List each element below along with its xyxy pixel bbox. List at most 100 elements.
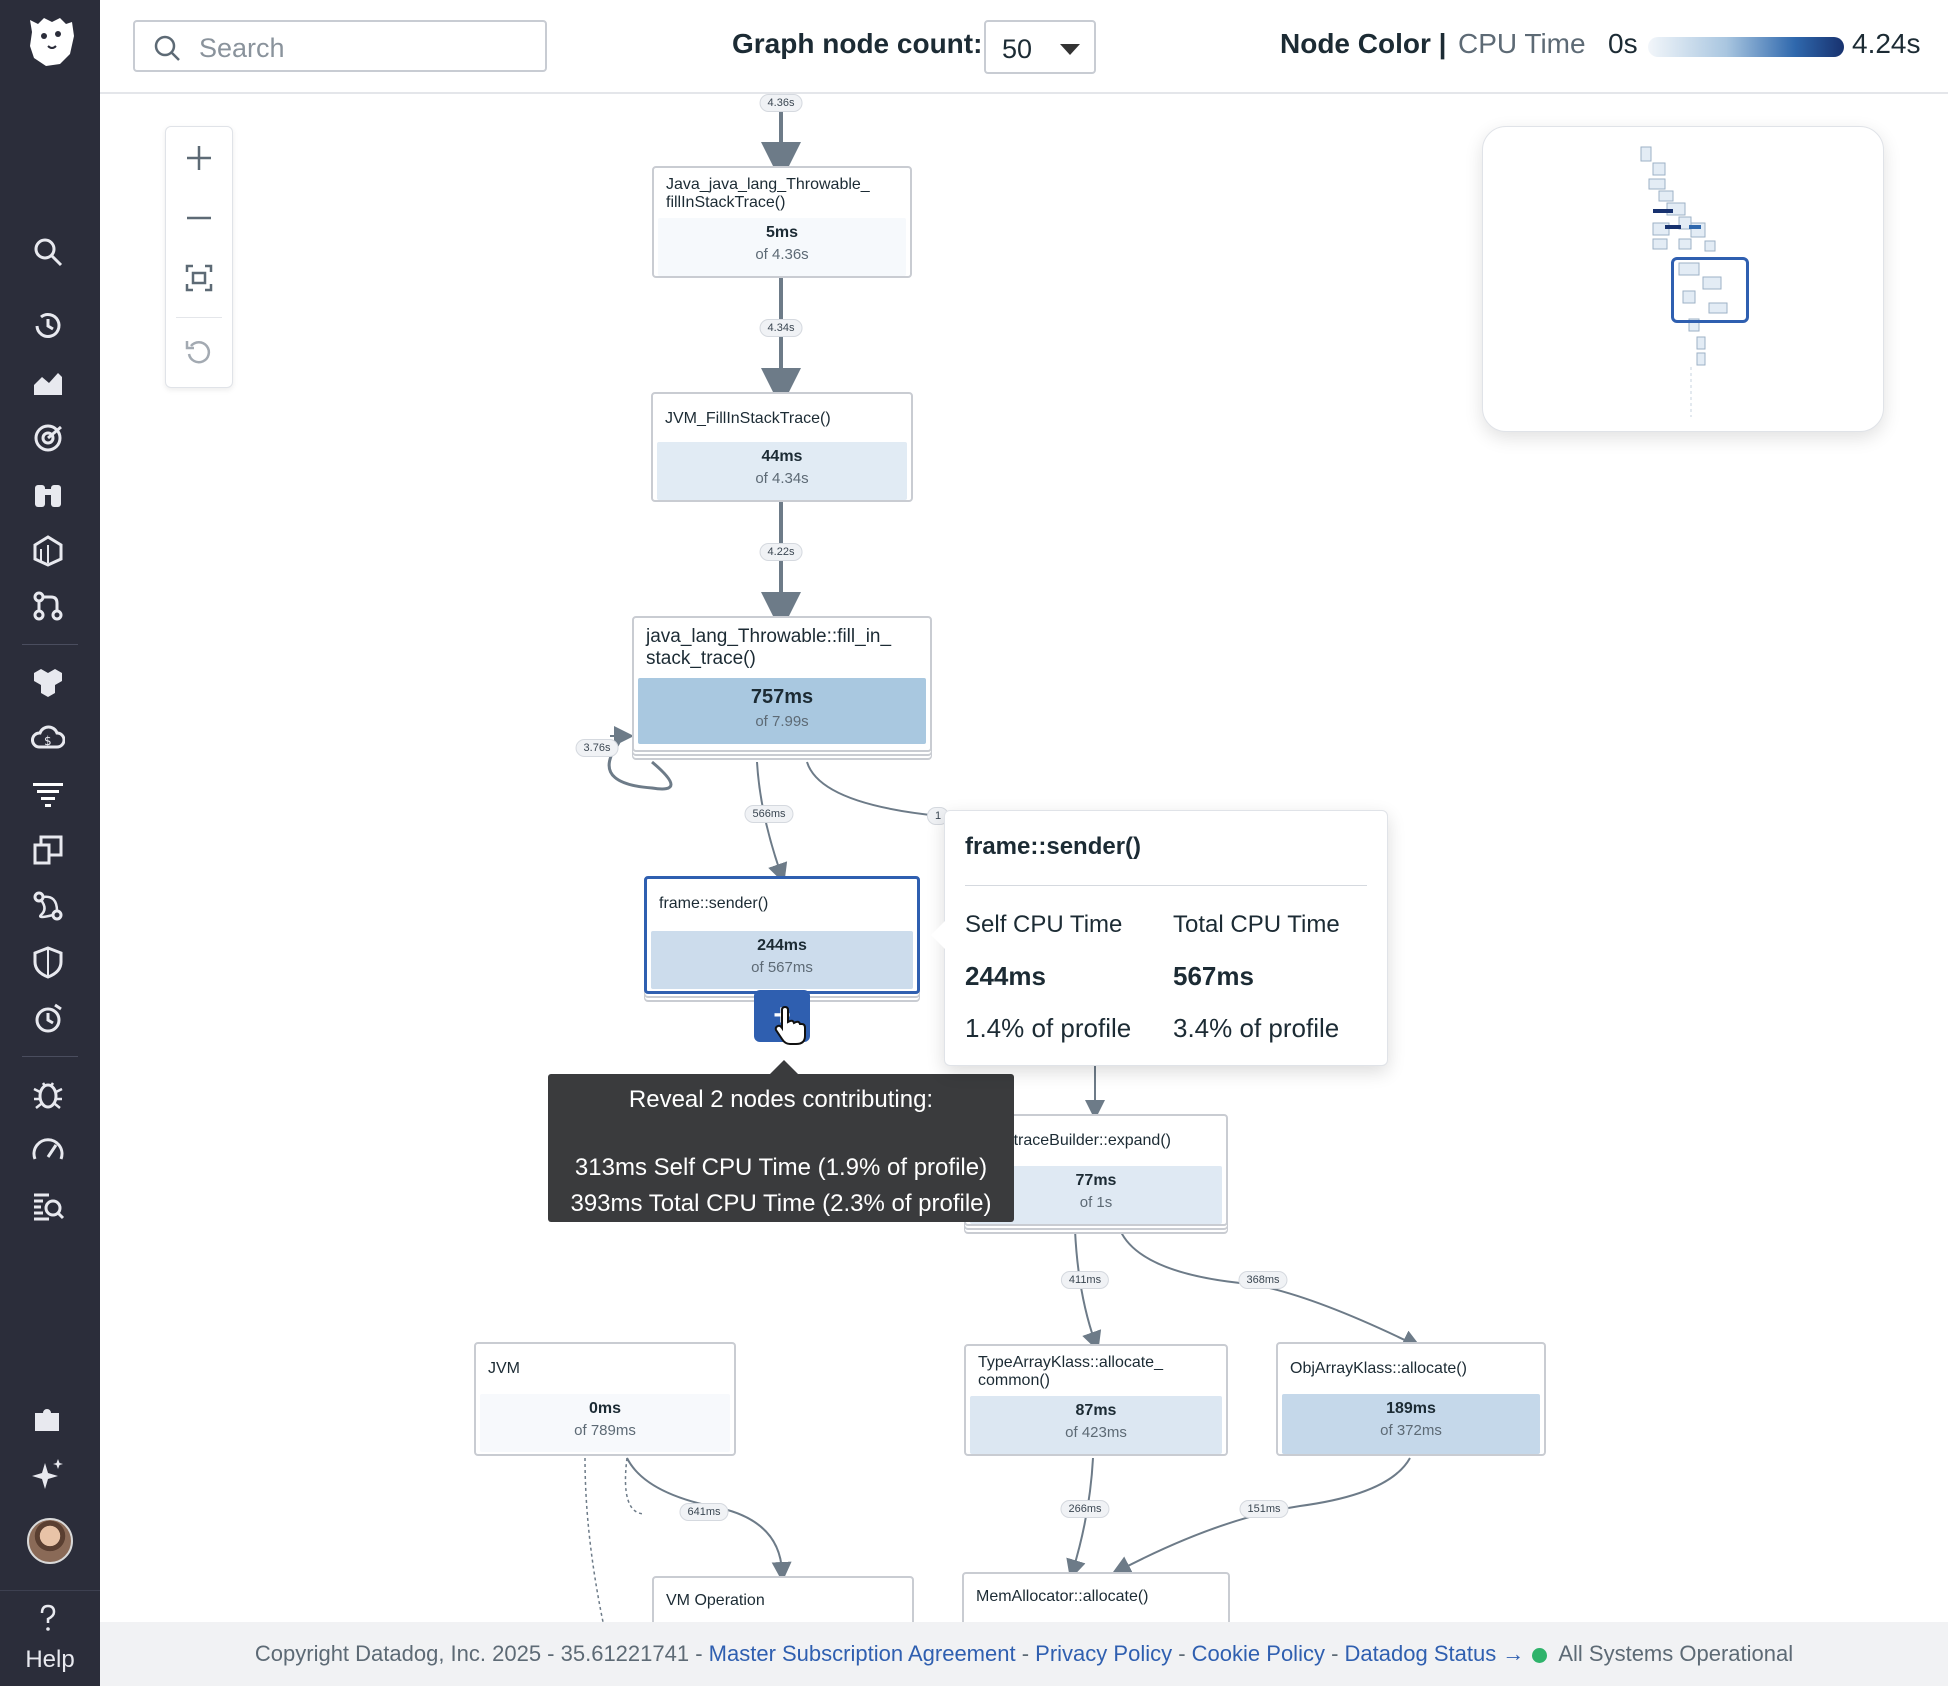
footer-separator: - [1331, 1641, 1339, 1666]
graph-node[interactable]: JVM 0ms of 789ms [474, 1342, 736, 1456]
node-total-time: of 423ms [1065, 1424, 1127, 1441]
node-self-time: 189ms [1386, 1400, 1436, 1417]
node-title: Java_java_lang_Throwable_ fillInStackTra… [666, 176, 870, 211]
expand-tooltip-self: 313ms Self CPU Time (1.9% of profile) [574, 1154, 988, 1181]
bits-ai-sparkle-icon[interactable] [26, 1452, 70, 1496]
graph-node[interactable]: TypeArrayKlass::allocate_ common() 87ms … [964, 1344, 1228, 1456]
node-metrics: 0ms of 789ms [480, 1394, 730, 1452]
node-self-time: 244ms [757, 937, 807, 954]
minimap-overview [1640, 146, 1728, 417]
footer-separator: - [1021, 1641, 1030, 1666]
performance-gauge-icon[interactable] [26, 1128, 70, 1172]
node-title: frame::sender() [659, 895, 769, 912]
zoom-controls [165, 126, 233, 388]
node-total-time: of 4.36s [755, 246, 809, 263]
edge-label: 4.22s [759, 543, 803, 561]
info-tooltip-title: frame::sender() [965, 833, 1142, 860]
graph-node[interactable]: java_lang_Throwable::fill_in_ stack_trac… [632, 616, 932, 752]
dashboards-icon[interactable] [26, 360, 70, 404]
search-icon[interactable] [26, 230, 70, 274]
footer-cookie-link[interactable]: Cookie Policy [1191, 1641, 1325, 1666]
footer-msa-link[interactable]: Master Subscription Agreement [708, 1641, 1016, 1666]
ci-pipeline-icon[interactable] [26, 584, 70, 628]
reset-undo-icon[interactable] [174, 327, 224, 377]
sidebar: $ Help [0, 0, 100, 1686]
total-cpu-percent: 3.4% of profile [1173, 1013, 1340, 1043]
footer-privacy-link[interactable]: Privacy Policy [1035, 1641, 1173, 1666]
infrastructure-icon[interactable] [26, 528, 70, 572]
hand-cursor-icon [774, 1006, 806, 1045]
edge-label: 4.34s [759, 319, 803, 337]
datadog-logo-icon[interactable] [20, 10, 80, 70]
node-metrics: 44ms of 4.34s [657, 442, 907, 500]
graph-node[interactable]: VM Operation [652, 1576, 914, 1622]
footer-status-link[interactable]: Datadog Status → [1344, 1641, 1525, 1666]
bug-icon[interactable] [26, 1072, 70, 1116]
security-shield-icon[interactable] [26, 940, 70, 984]
color-scale-min: 0s [1608, 28, 1638, 59]
graph-minimap[interactable] [1482, 126, 1884, 432]
footer-status-text: All Systems Operational [1558, 1641, 1794, 1666]
node-title: JVM [488, 1360, 520, 1377]
node-metrics: 244ms of 567ms [651, 931, 913, 989]
node-title: ObjArrayKlass::allocate() [1290, 1360, 1467, 1377]
extensions-puzzle-icon[interactable] [26, 1396, 70, 1440]
self-cpu-value: 244ms [965, 961, 1046, 991]
graph-node[interactable]: MemAllocator::allocate() [962, 1572, 1230, 1622]
search-box[interactable] [133, 20, 547, 72]
edge-label: 566ms [744, 805, 794, 823]
node-color-metric[interactable]: CPU Time [1458, 28, 1586, 59]
node-total-time: of 567ms [751, 959, 813, 976]
rum-icon[interactable] [26, 996, 70, 1040]
history-icon[interactable] [26, 304, 70, 348]
cloud-cost-icon[interactable]: $ [26, 716, 70, 760]
minimap-viewport[interactable] [1671, 257, 1749, 323]
sidebar-divider [22, 1056, 78, 1057]
total-cpu-value: 567ms [1173, 961, 1254, 991]
footer-copyright: Copyright Datadog, Inc. 2025 - 35.612217… [254, 1641, 703, 1666]
node-total-time: of 4.34s [755, 470, 809, 487]
node-metrics: 87ms of 423ms [970, 1396, 1222, 1454]
node-metrics: 5ms of 4.36s [658, 218, 906, 276]
node-metrics: 189ms of 372ms [1282, 1394, 1540, 1454]
info-tooltip-divider [965, 885, 1367, 886]
graph-node[interactable]: ObjArrayKlass::allocate() 189ms of 372ms [1276, 1342, 1546, 1456]
edge [806, 761, 941, 817]
node-total-time: of 1s [1079, 1194, 1113, 1211]
zoom-in-icon[interactable] [174, 133, 224, 183]
svg-text:$: $ [44, 734, 52, 748]
graph-node-count-value: 50 [1002, 34, 1033, 64]
node-total-time: of 372ms [1380, 1422, 1442, 1439]
node-self-time: 87ms [1075, 1402, 1117, 1419]
edge [584, 1457, 604, 1622]
monitors-icon[interactable] [26, 416, 70, 460]
self-cpu-percent: 1.4% of profile [965, 1013, 1132, 1043]
service-map-icon[interactable] [26, 884, 70, 928]
graph-node-count-select[interactable]: 50 [984, 20, 1096, 74]
search-input[interactable] [197, 30, 531, 66]
edge [1074, 1229, 1102, 1352]
node-title: JVM_FillInStackTrace() [665, 410, 831, 427]
fit-to-screen-icon[interactable] [174, 253, 224, 303]
graph-node[interactable]: Java_java_lang_Throwable_ fillInStackTra… [652, 166, 912, 278]
apm-icon[interactable] [26, 772, 70, 816]
help-question-icon[interactable] [26, 1596, 70, 1640]
help-label[interactable]: Help [25, 1646, 75, 1673]
logs-icon[interactable] [26, 1184, 70, 1228]
graph-node-selected[interactable]: frame::sender() 244ms of 567ms [644, 876, 920, 994]
edge-label: 4.36s [759, 94, 803, 112]
page-footer: Copyright Datadog, Inc. 2025 - 35.612217… [100, 1622, 1948, 1686]
sidebar-divider [0, 1590, 100, 1591]
expand-tooltip-total: 393ms Total CPU Time (2.3% of profile) [570, 1190, 992, 1217]
graph-node[interactable]: JVM_FillInStackTrace() 44ms of 4.34s [651, 392, 913, 502]
profiler-toolbar: Graph node count: 50 Node Color | CPU Ti… [100, 0, 1948, 94]
watchdog-binoculars-icon[interactable] [26, 472, 70, 516]
user-avatar[interactable] [27, 1518, 73, 1564]
zoom-out-icon[interactable] [174, 193, 224, 243]
node-metrics: 757ms of 7.99s [638, 678, 926, 744]
synthetics-icon[interactable] [26, 828, 70, 872]
node-title: TypeArrayKlass::allocate_ common() [978, 1354, 1163, 1389]
call-graph-canvas[interactable]: 4.36s 4.34s 4.22s 3.76s 566ms 1 411ms 36… [100, 94, 1948, 1622]
node-self-time: 77ms [1075, 1172, 1117, 1189]
integrations-icon[interactable] [26, 660, 70, 704]
